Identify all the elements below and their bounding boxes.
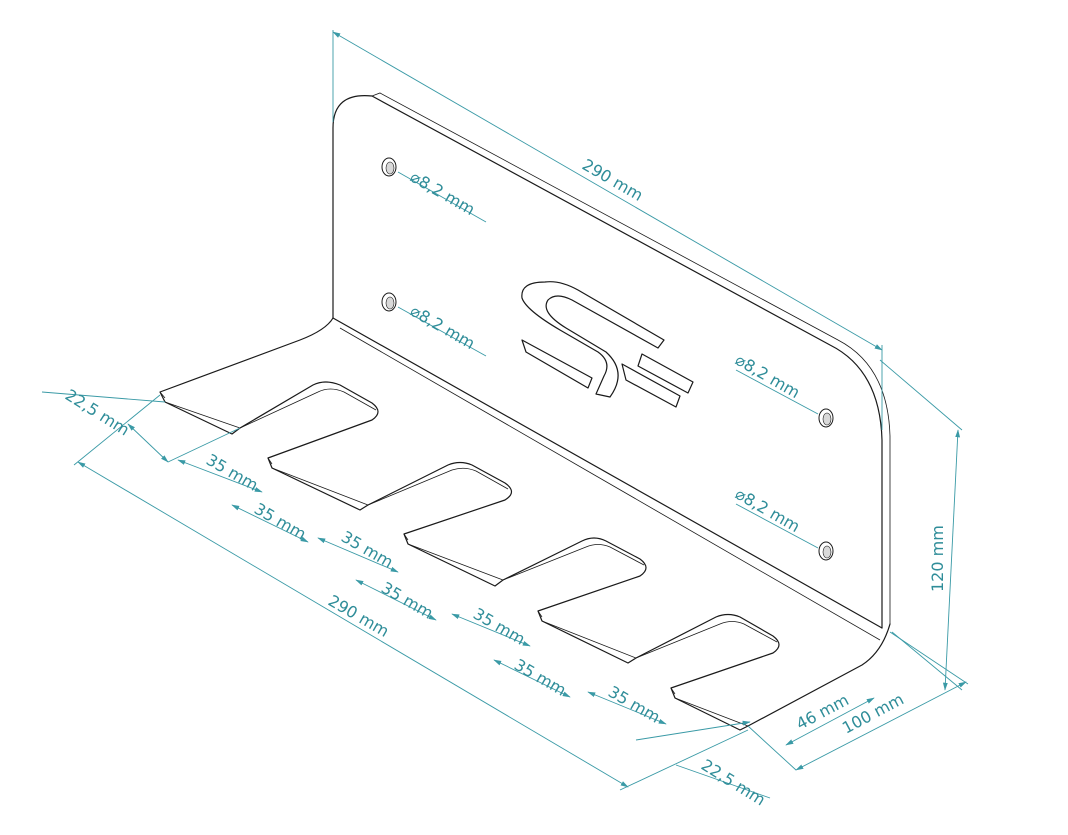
label-gap-6: 35 mm [511, 655, 570, 700]
label-bottom-length: 290 mm [325, 591, 392, 641]
logo-cutout [521, 281, 694, 408]
label-gap-7: 35 mm [605, 682, 664, 727]
back-plate-thickness [371, 92, 891, 624]
label-gap-2: 35 mm [251, 499, 310, 544]
label-height: 120 mm [928, 525, 947, 592]
hole-inner [822, 545, 832, 559]
dim-depth-slot [785, 697, 875, 746]
dim-bottom-length [77, 461, 629, 788]
dim-top-length [332, 31, 883, 351]
label-edge-left: 22,5 mm [62, 385, 133, 439]
hole-inner [385, 296, 395, 310]
label-edge-right: 22,5 mm [698, 755, 769, 809]
bend-line-inner [339, 327, 881, 641]
label-gap-5: 35 mm [470, 604, 529, 649]
hole-inner [385, 161, 395, 175]
hole-inner [822, 412, 832, 426]
dim-depth-total [795, 681, 967, 771]
label-hole-2: ⌀8,2 mm [407, 301, 478, 353]
label-hole-3: ⌀8,2 mm [732, 350, 803, 402]
label-hole-1: ⌀8,2 mm [407, 167, 478, 219]
label-hole-4: ⌀8,2 mm [732, 484, 803, 536]
dim-height [942, 429, 961, 691]
finger-edges [159, 391, 749, 727]
label-gap-3: 35 mm [338, 527, 397, 572]
bend-line [332, 317, 883, 629]
dimension-lines [41, 30, 969, 799]
label-gap-4: 35 mm [378, 578, 437, 623]
